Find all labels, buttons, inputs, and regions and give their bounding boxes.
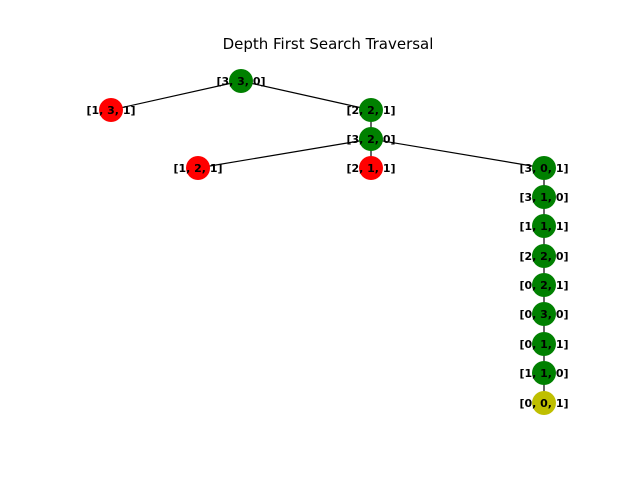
tree-node: [0, 0, 1]: [519, 391, 569, 415]
node-circle-valid: [532, 214, 556, 238]
node-label: [3, 3, 0]: [216, 75, 265, 88]
tree-node: [1, 2, 1]: [173, 156, 223, 180]
node-circle-valid: [359, 127, 383, 151]
node-label: [1, 3, 1]: [86, 104, 135, 117]
node-circle-valid: [359, 98, 383, 122]
edge-n3-n6: [370, 138, 545, 169]
node-label: [3, 2, 0]: [346, 133, 395, 146]
node-circle-valid: [532, 273, 556, 297]
tree-node: [3, 0, 1]: [519, 156, 569, 180]
tree-node: [0, 2, 1]: [519, 273, 569, 297]
node-label: [0, 2, 1]: [519, 279, 568, 292]
node-label: [3, 1, 0]: [519, 191, 568, 204]
node-circle-valid: [532, 156, 556, 180]
nodes-layer: [3, 3, 0] [1, 3, 1] [2, 2, 1] [3, 2, 0] [1, …: [86, 69, 569, 415]
node-circle-valid: [532, 361, 556, 385]
node-circle-valid: [532, 302, 556, 326]
tree-node: [1, 3, 1]: [86, 98, 136, 122]
node-label: [2, 2, 0]: [519, 250, 568, 263]
node-label: [0, 0, 1]: [519, 397, 568, 410]
tree-node: [0, 1, 1]: [519, 332, 569, 356]
node-label: [1, 2, 1]: [173, 162, 222, 175]
node-label: [0, 3, 0]: [519, 308, 568, 321]
node-circle-invalid: [99, 98, 123, 122]
node-label: [2, 1, 1]: [346, 162, 395, 175]
tree-node: [0, 3, 0]: [519, 302, 569, 326]
edge-n0-n2: [240, 80, 372, 111]
edge-n0-n1: [110, 80, 242, 111]
tree-node: [2, 1, 1]: [346, 156, 396, 180]
node-label: [0, 1, 1]: [519, 338, 568, 351]
tree-node: [3, 1, 0]: [519, 185, 569, 209]
node-circle-invalid: [359, 156, 383, 180]
tree-node: [1, 1, 1]: [519, 214, 569, 238]
node-circle-goal: [532, 391, 556, 415]
tree-node: [2, 2, 1]: [346, 98, 396, 122]
node-label: [1, 1, 1]: [519, 220, 568, 233]
node-label: [1, 1, 0]: [519, 367, 568, 380]
node-circle-valid: [532, 244, 556, 268]
edge-n3-n4: [197, 138, 372, 169]
diagram-title: Depth First Search Traversal: [223, 35, 434, 53]
node-circle-valid: [532, 332, 556, 356]
node-label: [3, 0, 1]: [519, 162, 568, 175]
tree-node: [3, 2, 0]: [346, 127, 396, 151]
tree-node: [1, 1, 0]: [519, 361, 569, 385]
node-circle-valid: [532, 185, 556, 209]
tree-node: [2, 2, 0]: [519, 244, 569, 268]
node-label: [2, 2, 1]: [346, 104, 395, 117]
tree-node: [3, 3, 0]: [216, 69, 266, 93]
node-circle-invalid: [186, 156, 210, 180]
node-circle-valid: [229, 69, 253, 93]
